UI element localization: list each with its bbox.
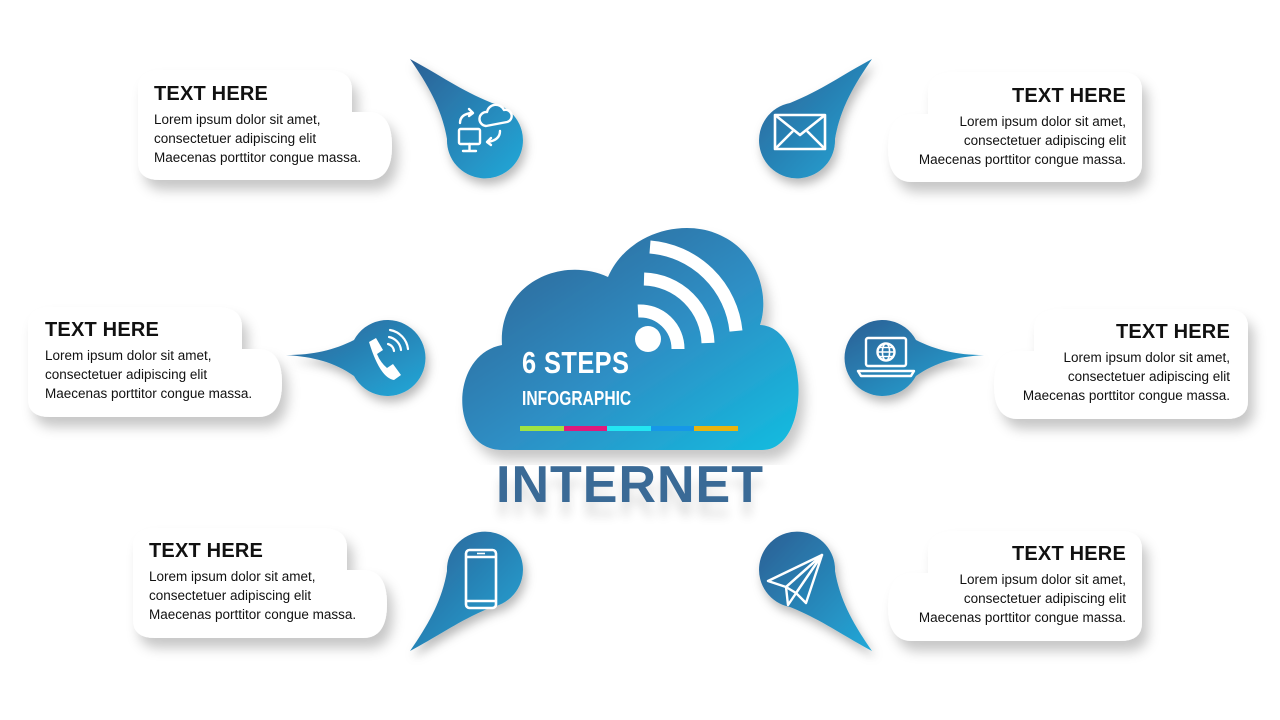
card-5-line-1: Lorem ipsum dolor sit amet, — [149, 569, 316, 584]
card-3-background — [28, 307, 282, 417]
color-bar-segment-5 — [694, 426, 738, 431]
card-1-background — [138, 70, 392, 180]
text-card-6: TEXT HERE Lorem ipsum dolor sit amet, co… — [860, 521, 1150, 671]
pin-1 — [410, 59, 523, 179]
color-bar-segment-1 — [520, 426, 564, 431]
text-card-5: TEXT HERE Lorem ipsum dolor sit amet, co… — [125, 518, 415, 668]
card-1-line-2: consectetuer adipiscing elit — [154, 131, 317, 146]
phone-icon — [369, 328, 410, 380]
color-bar-segment-3 — [607, 426, 651, 431]
card-3-line-2: consectetuer adipiscing elit — [45, 367, 208, 382]
card-3-line-1: Lorem ipsum dolor sit amet, — [45, 348, 212, 363]
cloud-sync-computer-icon — [457, 103, 513, 153]
color-bar-segment-4 — [650, 426, 695, 431]
pin-6 — [759, 531, 872, 651]
text-card-3: TEXT HERE Lorem ipsum dolor sit amet, co… — [20, 297, 310, 447]
card-4-line-2: consectetuer adipiscing elit — [1067, 369, 1230, 384]
color-bar-segment-2 — [563, 426, 608, 431]
card-4-line-3: Maecenas porttitor congue massa. — [1022, 388, 1230, 403]
pin-4 — [844, 320, 984, 396]
card-3-line-3: Maecenas porttitor congue massa. — [45, 386, 253, 401]
pin-3 — [286, 320, 426, 396]
card-1-title: TEXT HERE — [154, 83, 269, 105]
card-4-line-1: Lorem ipsum dolor sit amet, — [1063, 350, 1230, 365]
card-1-line-1: Lorem ipsum dolor sit amet, — [154, 112, 321, 127]
card-6-title: TEXT HERE — [1011, 543, 1126, 565]
smartphone-icon — [464, 548, 498, 610]
pin-2 — [759, 59, 872, 179]
color-bar — [520, 426, 738, 431]
wifi-icon — [635, 240, 743, 352]
card-2-title: TEXT HERE — [1011, 85, 1126, 107]
card-4-background — [994, 309, 1248, 419]
text-card-1: TEXT HERE Lorem ipsum dolor sit amet, co… — [130, 60, 420, 210]
text-card-2: TEXT HERE Lorem ipsum dolor sit amet, co… — [860, 62, 1150, 212]
card-5-line-2: consectetuer adipiscing elit — [149, 588, 312, 603]
card-5-title: TEXT HERE — [149, 540, 264, 562]
laptop-globe-icon — [856, 336, 916, 378]
card-5-line-3: Maecenas porttitor congue massa. — [149, 607, 357, 622]
card-2-line-1: Lorem ipsum dolor sit amet, — [959, 114, 1126, 129]
card-6-background — [888, 531, 1142, 641]
card-2-line-3: Maecenas porttitor congue massa. — [918, 152, 1126, 167]
card-4-title: TEXT HERE — [1115, 321, 1230, 343]
card-6-line-2: consectetuer adipiscing elit — [963, 591, 1126, 606]
internet-title: INTERNET — [496, 456, 764, 514]
card-3-title: TEXT HERE — [45, 319, 160, 341]
envelope-icon — [773, 113, 827, 151]
steps-headline: 6 STEPS — [522, 345, 630, 380]
card-6-line-1: Lorem ipsum dolor sit amet, — [959, 572, 1126, 587]
paper-plane-icon — [766, 553, 824, 607]
text-card-4: TEXT HERE Lorem ipsum dolor sit amet, co… — [966, 299, 1256, 449]
card-2-background — [888, 72, 1142, 182]
card-2-line-2: consectetuer adipiscing elit — [963, 133, 1126, 148]
card-1-line-3: Maecenas porttitor congue massa. — [154, 150, 362, 165]
card-6-line-3: Maecenas porttitor congue massa. — [918, 610, 1126, 625]
card-5-background — [133, 528, 387, 638]
center-cloud — [462, 228, 799, 450]
pin-5 — [410, 531, 523, 651]
infographic-subline: INFOGRAPHIC — [522, 388, 632, 410]
